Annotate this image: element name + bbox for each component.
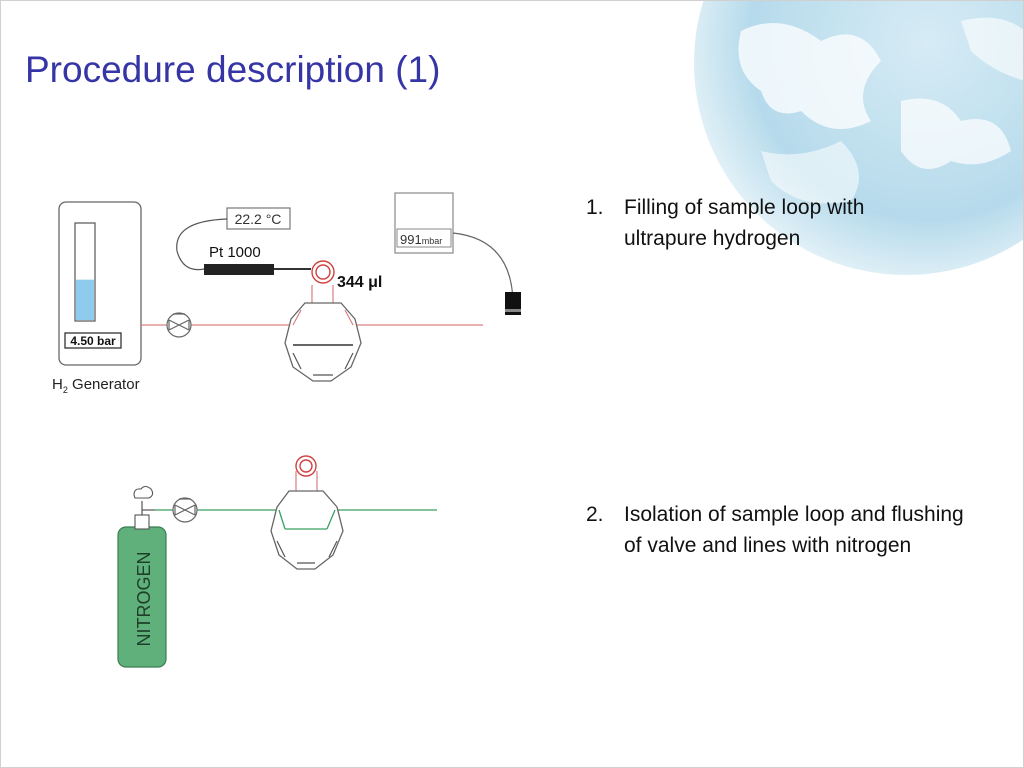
generator-pressure-readout: 4.50 bar xyxy=(70,334,116,348)
hydrogen-filling-diagram: 4.50 bar H2 Generator 22.2 °C Pt 1000 xyxy=(52,192,521,395)
step-text: Filling of sample loop with ultrapure hy… xyxy=(624,196,865,250)
sample-loop-icon xyxy=(295,455,318,497)
generator-label: H2 Generator xyxy=(52,376,140,395)
step-text: Isolation of sample loop and flushing of… xyxy=(624,503,964,557)
generator-label-prefix: H xyxy=(52,376,63,393)
step-number: 1. xyxy=(586,196,604,219)
slide-title: Procedure description (1) xyxy=(25,49,441,90)
step-number: 2. xyxy=(586,503,604,526)
pressure-gauge-readout: 991mbar xyxy=(400,232,442,247)
pressure-gauge: 991mbar xyxy=(394,192,521,315)
sensor-probe xyxy=(204,264,274,275)
generator-level-fill xyxy=(76,279,94,320)
temperature-sensor: 22.2 °C Pt 1000 xyxy=(176,207,311,275)
pressure-value: 991 xyxy=(400,232,422,247)
h2-generator: 4.50 bar H2 Generator xyxy=(52,201,142,395)
pressure-unit: mbar xyxy=(422,236,443,246)
generator-label-suffix: Generator xyxy=(68,376,140,393)
nitrogen-flushing-diagram: NITROGEN xyxy=(117,455,437,668)
multiport-valve xyxy=(270,490,344,570)
nitrogen-cylinder: NITROGEN xyxy=(117,485,167,668)
cylinder-label: NITROGEN xyxy=(134,551,154,646)
shutoff-valve-icon xyxy=(172,497,198,523)
multiport-valve xyxy=(284,285,362,382)
generator-label-subscript: 2 xyxy=(63,385,68,395)
loop-volume-label: 344 μl xyxy=(337,274,382,291)
temperature-readout: 22.2 °C xyxy=(235,211,282,227)
sample-loop-icon xyxy=(311,260,335,284)
shutoff-valve-icon xyxy=(166,312,192,338)
sensor-label: Pt 1000 xyxy=(209,244,261,261)
